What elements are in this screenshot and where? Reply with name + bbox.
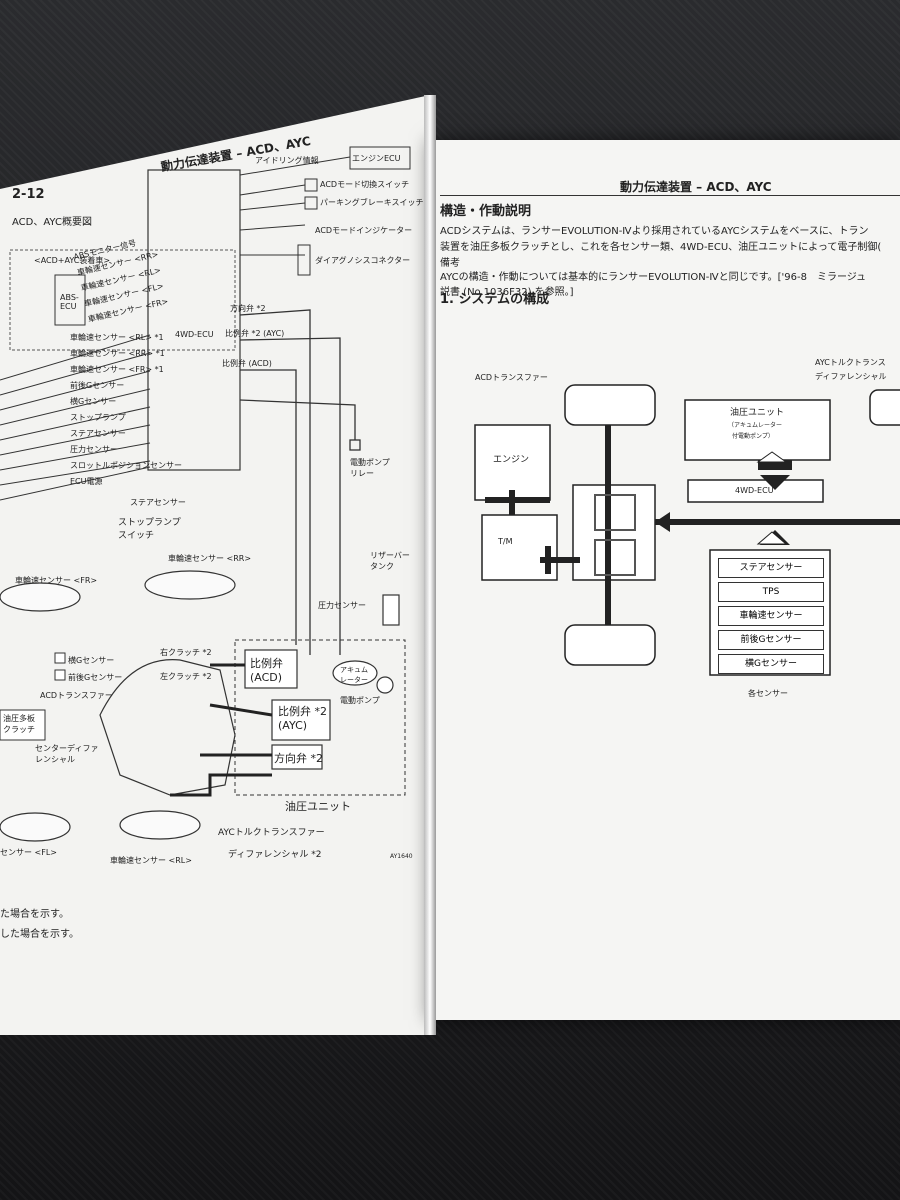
abs-ecu-label: ABS- ECU bbox=[60, 293, 79, 311]
accumulator-label: アキュム レーター bbox=[340, 666, 368, 684]
prop-valve-ayc-box-label: 比例弁 *2 (AYC) bbox=[278, 705, 327, 732]
right-page-header: 動力伝達装置 – ACD、AYC bbox=[620, 180, 772, 194]
acd-ayc-vehicle-label: <ACD+AYC装着車> bbox=[34, 256, 111, 265]
reservoir-tank-label: リザーバー タンク bbox=[370, 551, 410, 571]
output-prop-valve-ayc: 比例弁 *2 (AYC) bbox=[225, 329, 285, 338]
fr-g-sensor-label: 前後Gセンサー bbox=[68, 673, 123, 682]
header-rule bbox=[440, 195, 900, 196]
intro-line-1: ACDシステムは、ランサーEVOLUTION-Ⅳより採用されているAYCシステム… bbox=[440, 226, 869, 237]
signal-item: 車輪速センサー <FR> *1 bbox=[70, 365, 164, 374]
signal-item: 車輪速センサー <RL> *1 bbox=[70, 333, 164, 342]
ayc-transfer-caption-2: ディファレンシャル bbox=[815, 372, 887, 381]
output-prop-valve-acd: 比例弁 (ACD) bbox=[222, 359, 272, 368]
right-clutch-label: 右クラッチ *2 bbox=[160, 648, 212, 657]
signal-item: 車輪速センサー <RR> *1 bbox=[70, 349, 165, 358]
direction-valve-box-label: 方向弁 *2 bbox=[274, 752, 323, 765]
footnote-2: した場合を示す。 bbox=[0, 929, 79, 940]
left-signal-list-2: 車輪速センサー <RL> *1 車輪速センサー <RR> *1 車輪速センサー … bbox=[70, 330, 182, 490]
hydraulic-clutch-label: 油圧多板 クラッチ bbox=[3, 714, 35, 734]
figure-code: AY1640 bbox=[390, 853, 413, 860]
differential-label: ディファレンシャル *2 bbox=[228, 850, 322, 860]
signal-item: 横Gセンサー bbox=[70, 397, 117, 406]
sensors-caption: 各センサー bbox=[748, 689, 788, 698]
pressure-sensor-label: 圧力センサー bbox=[318, 601, 366, 610]
center-diff-label: センターディファ レンシャル bbox=[35, 744, 99, 764]
diagram-title: ACD、AYC概要図 bbox=[12, 217, 92, 228]
hydraulic-unit-label: 油圧ユニット bbox=[285, 800, 351, 813]
wheel-sensor-fr-label: 車輪速センサー <FR> bbox=[15, 576, 98, 585]
signal-item: スロットルポジションセンサー bbox=[70, 461, 182, 470]
signal-acd-indicator: ACDモードインジケーター bbox=[315, 226, 413, 235]
wheel-sensor-fl-label: センサー <FL> bbox=[0, 848, 58, 857]
signal-item: ECU電源 bbox=[70, 477, 103, 486]
output-direction-valve: 方向弁 *2 bbox=[230, 304, 266, 313]
signal-item: 前後Gセンサー bbox=[70, 381, 125, 390]
signal-item: 圧力センサー bbox=[70, 445, 118, 454]
section-title: 構造・作動説明 bbox=[440, 204, 532, 219]
signal-diag-connector: ダイアグノシスコネクター bbox=[315, 256, 411, 265]
prop-valve-acd-box-label: 比例弁 (ACD) bbox=[250, 657, 283, 684]
ayc-transfer-caption-1: AYCトルクトランス bbox=[815, 358, 886, 367]
acd-transfer-label: ACDトランスファー bbox=[40, 691, 113, 700]
left-wiring-diagram bbox=[0, 146, 411, 842]
intro-line-2: 装置を油圧多板クラッチとし、これを各センサー類、4WD-ECU、油圧ユニットによ… bbox=[440, 242, 882, 253]
engine-label: エンジン bbox=[493, 455, 530, 465]
hydraulic-unit-sub-2: 付電動ポンプ） bbox=[732, 433, 774, 440]
signal-item: ストップランプ bbox=[70, 413, 126, 422]
pump-relay-label: 電動ポンプ リレー bbox=[350, 458, 390, 478]
wheel-sensor-rl-label: 車輪速センサー <RL> bbox=[110, 856, 192, 865]
note-label: 備考 bbox=[440, 258, 460, 269]
lateral-g-sensor-label: 横Gセンサー bbox=[68, 656, 115, 665]
left-clutch-label: 左クラッチ *2 bbox=[160, 672, 212, 681]
right-page: 動力伝達装置 – ACD、AYC 構造・作動説明 ACDシステムは、ランサーEV… bbox=[430, 140, 900, 1020]
hydraulic-unit-caption: 油圧ユニット bbox=[730, 408, 785, 418]
book-spine bbox=[424, 95, 436, 1035]
note-line-2: 説書 (No.1036F32) を参照。] bbox=[440, 287, 574, 298]
tm-label: T/M bbox=[498, 537, 513, 546]
footnote-1: た場合を示す。 bbox=[0, 909, 69, 920]
acd-transfer-caption: ACDトランスファー bbox=[475, 373, 548, 382]
left-page: 動力伝達装置 – ACD、AYC 2-12 ACD、AYC概要図 bbox=[0, 95, 430, 1035]
sensor-steer: ステアセンサー bbox=[718, 558, 824, 578]
engine-ecu-label: エンジンECU bbox=[352, 154, 401, 163]
sensor-wheel-speed: 車輪速センサー bbox=[718, 606, 824, 626]
sensor-tps: TPS bbox=[718, 582, 824, 602]
note-line-1: AYCの構造・作動については基本的にランサーEVOLUTION-Ⅳと同じです。[… bbox=[440, 272, 867, 283]
signal-item: ステアセンサー bbox=[70, 429, 126, 438]
page-number: 2-12 bbox=[12, 187, 45, 202]
signal-idling: アイドリング情報 bbox=[255, 156, 319, 165]
stop-lamp-switch-label: ストップランプ スイッチ bbox=[118, 518, 181, 541]
wheel-sensor-rr-label: 車輪速センサー <RR> bbox=[168, 554, 252, 563]
signal-acd-mode-switch: ACDモード切換スイッチ bbox=[320, 180, 410, 189]
signal-parking-brake: パーキングブレーキスイッチ bbox=[320, 198, 424, 207]
4wd-ecu-caption: 4WD-ECU bbox=[735, 486, 774, 495]
subsection-title: 1. システムの構成 bbox=[440, 292, 550, 307]
4wd-ecu-label: 4WD-ECU bbox=[175, 330, 214, 339]
sensor-lat-g: 横Gセンサー bbox=[718, 654, 824, 674]
ayc-transfer-label: AYCトルクトランスファー bbox=[218, 828, 325, 838]
hydraulic-unit-sub-1: （アキュムレーター bbox=[728, 422, 783, 429]
sensor-fr-g: 前後Gセンサー bbox=[718, 630, 824, 650]
electric-pump-label: 電動ポンプ bbox=[340, 696, 380, 705]
system-diagram bbox=[474, 384, 900, 676]
steer-sensor-label: ステアセンサー bbox=[130, 498, 186, 507]
